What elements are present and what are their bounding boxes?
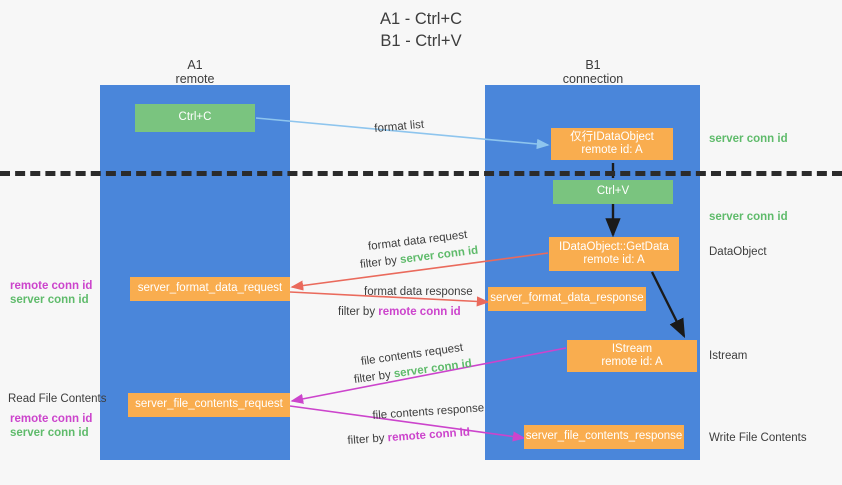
label-left-read-file-contents: Read File Contents: [8, 393, 107, 405]
box-ctrl-c-label: Ctrl+C: [178, 111, 212, 124]
label-right-write-file-contents: Write File Contents: [709, 432, 807, 444]
box-istream-subtitle: remote id: A: [601, 356, 663, 368]
label-format-list: format list: [373, 118, 425, 136]
box-getdata-title: IDataObject::GetData: [559, 240, 669, 253]
box-ctrl-c[interactable]: Ctrl+C: [135, 104, 255, 132]
lane-a1-name: A1: [187, 58, 203, 72]
box-ctrl-v[interactable]: Ctrl+V: [553, 180, 673, 204]
label-format-data-response-filter: filter by remote conn id: [338, 305, 461, 319]
label-file-contents-response-filter: filter by remote conn id: [347, 425, 470, 448]
lane-a1-sub: remote: [175, 72, 215, 86]
label-left-remote-conn-id-1: remote conn id: [10, 280, 93, 292]
label-left-server-conn-id-1: server conn id: [10, 294, 89, 306]
box-server-file-contents-request[interactable]: server_file_contents_request: [128, 393, 290, 417]
divider-dashed-line: [0, 171, 842, 176]
label-format-data-response: format data response: [364, 286, 473, 298]
box-idataobject-getdata[interactable]: IDataObject::GetData remote id: A: [549, 237, 679, 271]
label-file-contents-response: file contents response: [372, 402, 485, 423]
page-title: A1 - Ctrl+C B1 - Ctrl+V: [281, 8, 561, 52]
box-server-format-data-request[interactable]: server_format_data_request: [130, 277, 290, 301]
label-fcreq-filter-prefix: filter by: [353, 368, 395, 387]
box-istream[interactable]: IStream remote id: A: [567, 340, 697, 372]
label-fcresp-filter-value: remote conn id: [387, 426, 471, 445]
label-fdresp-filter-prefix: filter by: [338, 306, 379, 318]
label-right-dataobject: DataObject: [709, 246, 767, 258]
label-right-istream: Istream: [709, 350, 748, 362]
title-line-2: B1 - Ctrl+V: [380, 32, 462, 50]
label-left-remote-conn-id-2: remote conn id: [10, 413, 93, 425]
title-line-1: A1 - Ctrl+C: [379, 10, 463, 28]
box-idataobject[interactable]: 仅行IDataObject remote id: A: [551, 128, 673, 160]
label-left-server-conn-id-2: server conn id: [10, 427, 89, 439]
box-ctrl-v-label: Ctrl+V: [596, 185, 630, 198]
label-fcresp-filter-prefix: filter by: [347, 432, 389, 448]
box-server-file-contents-request-label: server_file_contents_request: [135, 398, 283, 411]
label-fdresp-filter-value: remote conn id: [378, 306, 461, 318]
lane-header-b1: B1 connection: [513, 58, 673, 86]
label-right-server-conn-id-1: server conn id: [709, 133, 788, 145]
lane-header-a1: A1 remote: [115, 58, 275, 86]
box-getdata-subtitle: remote id: A: [583, 254, 645, 266]
box-server-format-data-response[interactable]: server_format_data_response: [488, 287, 646, 311]
label-right-server-conn-id-2: server conn id: [709, 211, 788, 223]
box-server-format-data-request-label: server_format_data_request: [137, 282, 283, 295]
lane-b1-name: B1: [585, 58, 601, 72]
lane-b1-sub: connection: [562, 72, 624, 86]
box-idataobject-subtitle: remote id: A: [581, 144, 643, 156]
box-server-format-data-response-label: server_format_data_response: [490, 292, 644, 305]
box-server-file-contents-response-label: server_file_contents_response: [525, 430, 683, 443]
box-idataobject-title: 仅行IDataObject: [570, 130, 654, 143]
label-fdreq-filter-prefix: filter by: [359, 254, 401, 272]
box-istream-title: IStream: [611, 342, 653, 355]
box-server-file-contents-response[interactable]: server_file_contents_response: [524, 425, 684, 449]
